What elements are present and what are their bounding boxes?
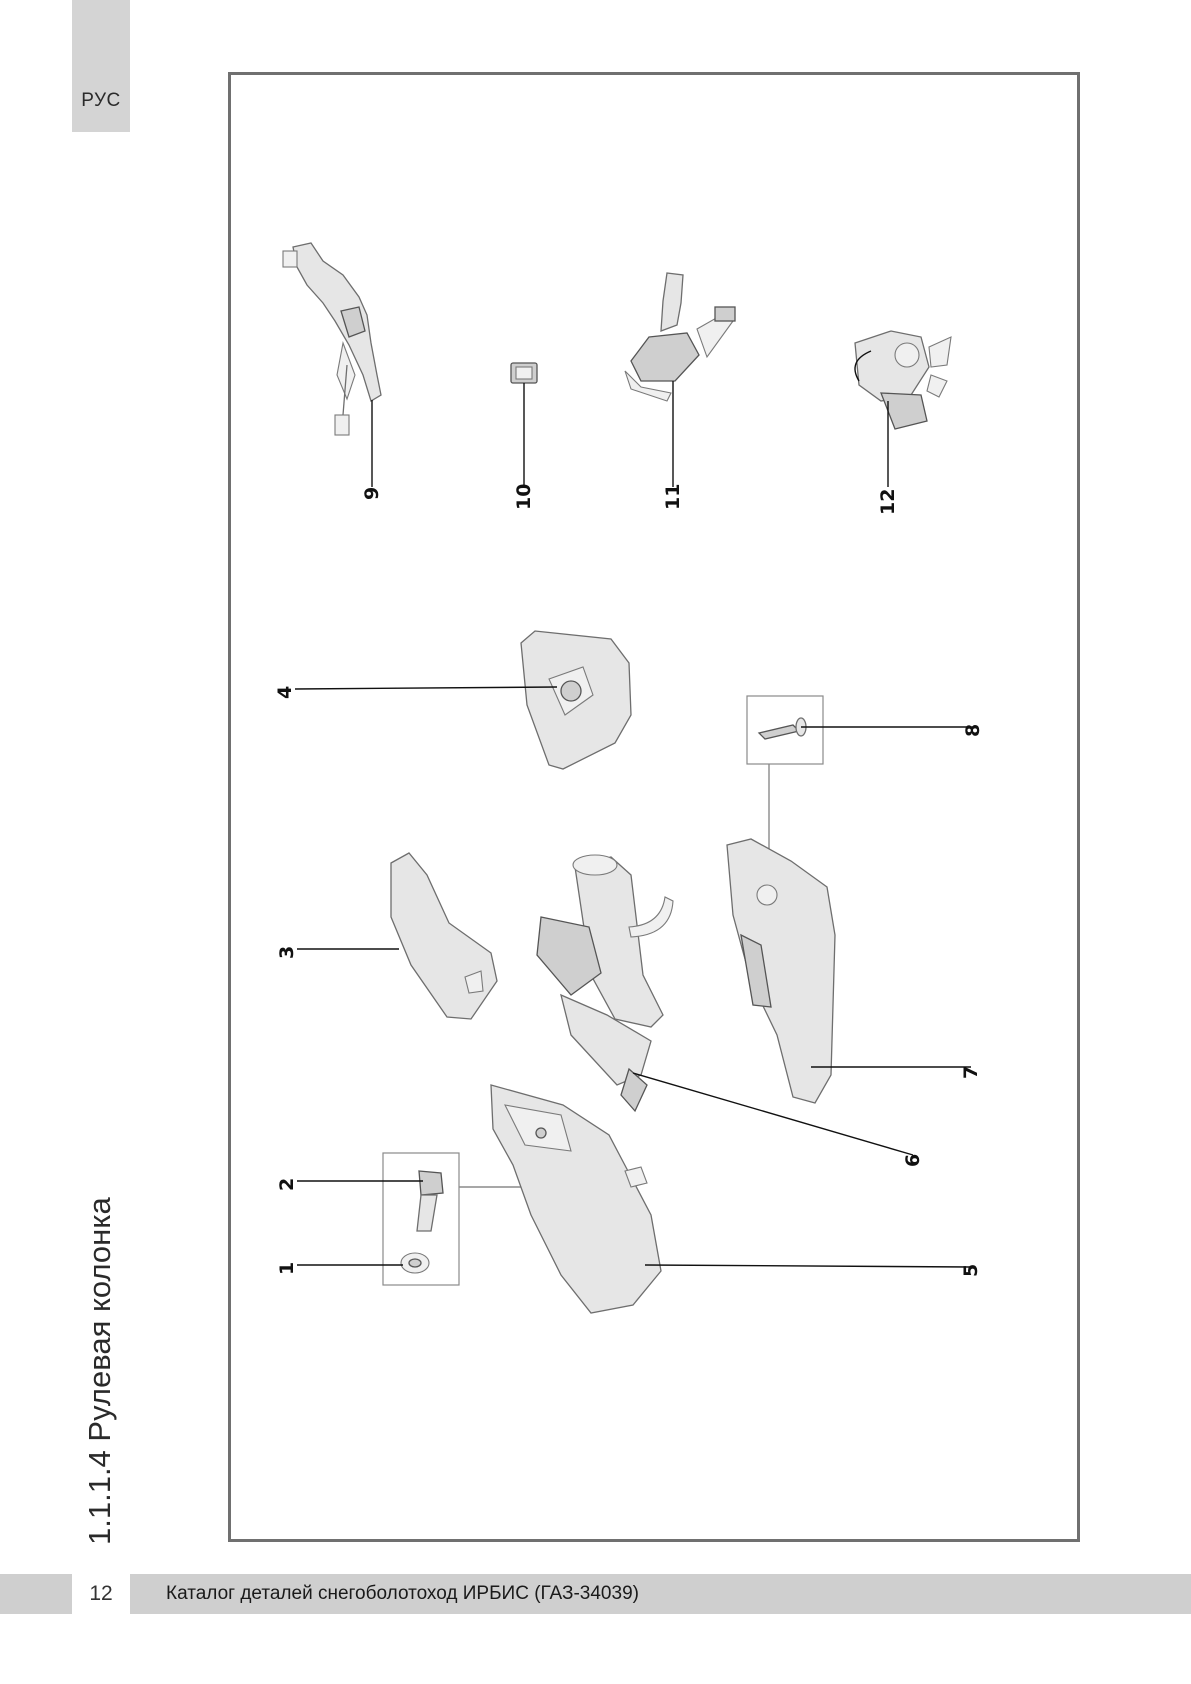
part-11-wiper-switch [624,272,736,402]
language-label: РУС [81,90,121,111]
part-7-bracket-plate [726,838,836,1104]
part-10-connector [510,362,538,384]
callout-5: 5 [960,1264,982,1277]
part-4-steering-cover [520,630,632,770]
language-tab: РУС [72,0,130,132]
leader-6 [632,1072,914,1156]
catalog-title: Каталог деталей снегоболотоход ИРБИС (ГА… [166,1583,639,1604]
part-1-washer [400,1252,430,1274]
leader-5 [644,1264,972,1268]
callout-12: 12 [877,489,899,515]
leader-4 [294,686,558,690]
callout-9: 9 [361,487,383,500]
page-number-label: 12 [89,1582,113,1605]
section-title: 1.1.1.4 Рулевая колонка [82,1197,117,1545]
exploded-diagram-frame: 9 10 11 12 [228,72,1080,1542]
part-2-bolt [416,1170,444,1232]
part-9-switch-lever [282,242,382,436]
callout-4: 4 [274,686,296,699]
callout-3: 3 [276,946,298,959]
callout-1: 1 [276,1262,298,1275]
callout-6: 6 [902,1154,924,1167]
callout-2: 2 [276,1178,298,1191]
part-6-steering-column [536,854,674,1113]
part-8-detail-box [746,695,824,765]
callout-11: 11 [662,484,684,510]
part-8-screw [757,717,807,740]
steering-column-diagram: 9 10 11 12 [274,242,984,1314]
callout-10: 10 [513,484,535,510]
parts-1-2-detail-box [382,1152,460,1286]
part-5-mounting-frame [490,1084,662,1314]
part-3-column-shroud [390,852,498,1020]
callout-7: 7 [960,1066,982,1079]
page-number: 12 [72,1574,130,1614]
callout-8: 8 [962,724,984,737]
footer-bar [0,1574,1191,1614]
part-12-ignition-lock [854,330,952,430]
